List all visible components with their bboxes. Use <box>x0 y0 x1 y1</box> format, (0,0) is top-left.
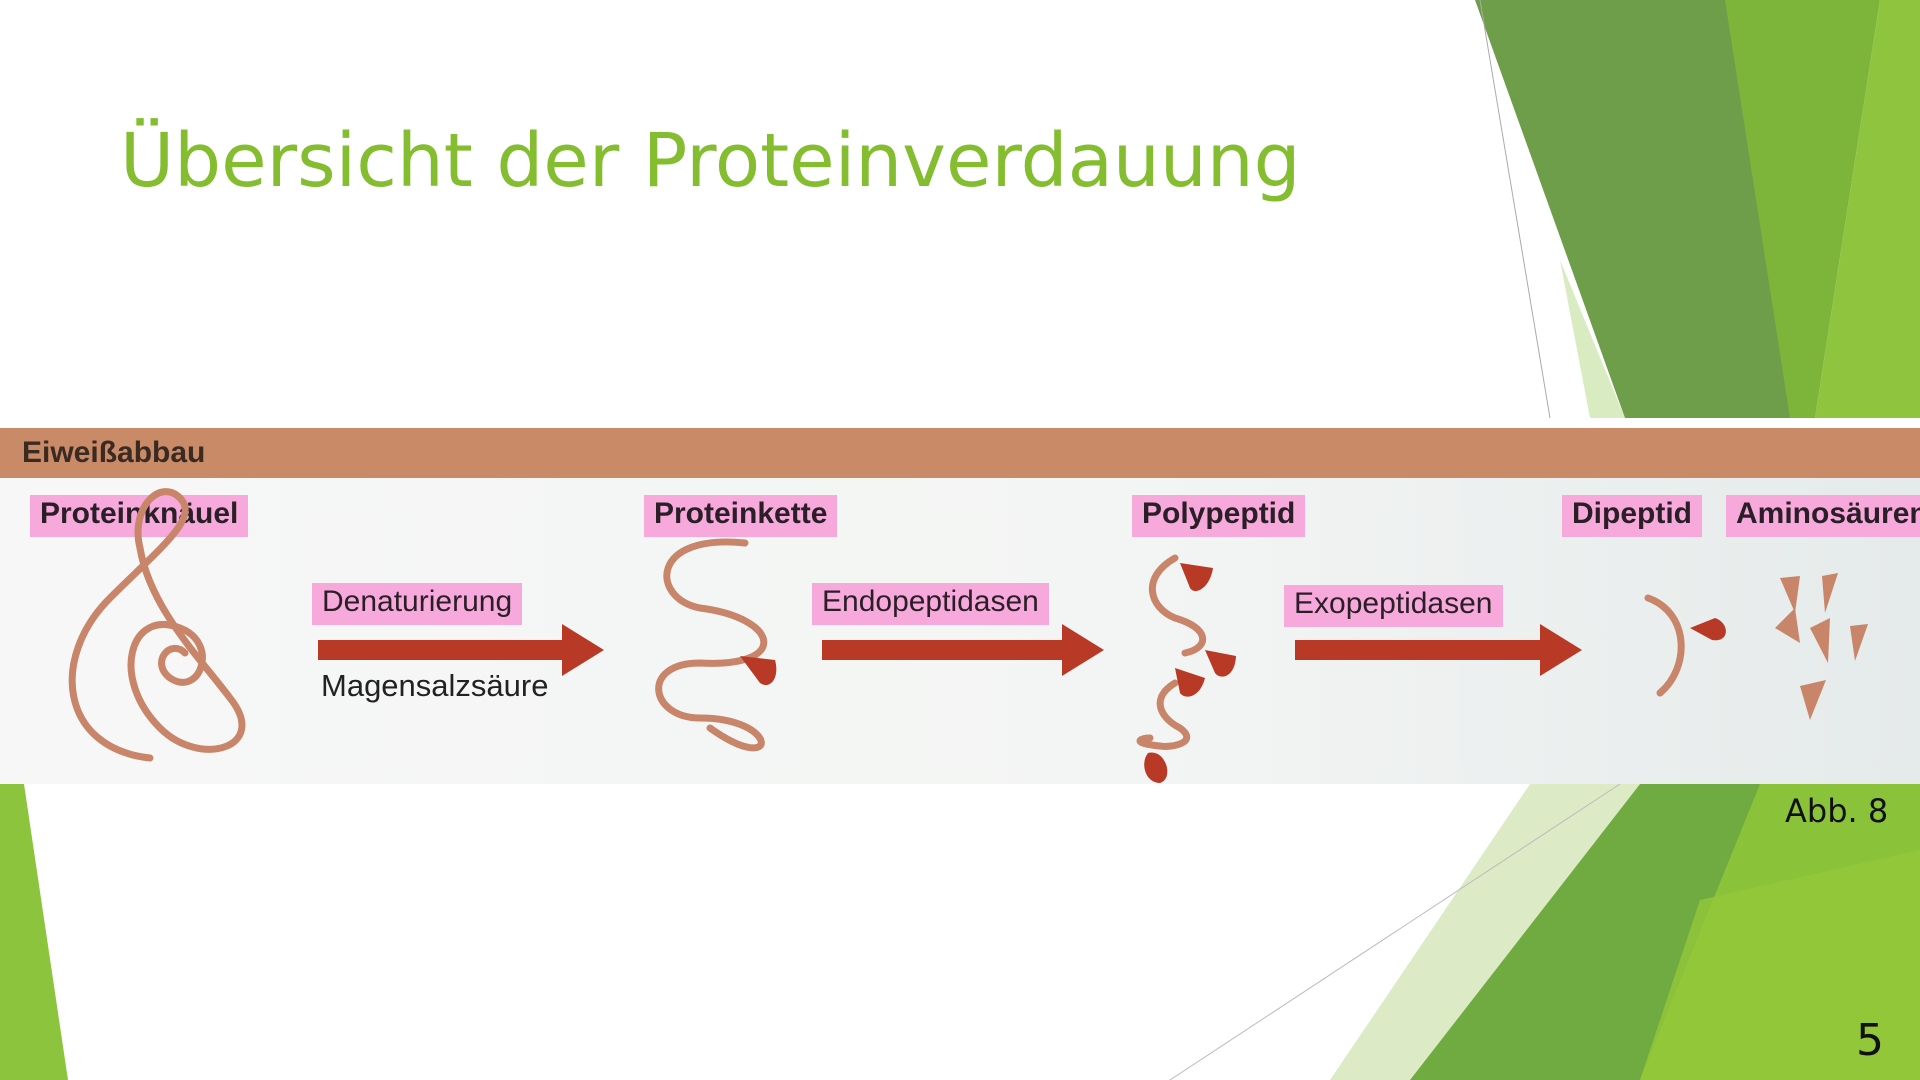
dipeptide-icon <box>1644 594 1685 697</box>
protein-coil-icon <box>68 488 246 762</box>
stage-label-dipeptid: Dipeptid <box>1562 495 1702 537</box>
figure-caption: Abb. 8 <box>1785 792 1889 830</box>
protein-chain-icon <box>655 538 768 752</box>
figure-header-text: Eiweißabbau <box>22 436 206 469</box>
step-sublabel-magensalzsaeure: Magensalzsäure <box>321 668 549 703</box>
step-label-endopeptidasen: Endopeptidasen <box>812 583 1049 625</box>
page-number: 5 <box>1856 1015 1884 1066</box>
stage-label-polypeptid: Polypeptid <box>1132 495 1306 537</box>
polypeptide-icon <box>1149 554 1206 657</box>
figure-eiweissabbau: Eiweißabbau Proteinknäuel Proteinkette P… <box>0 428 1920 784</box>
step-label-exopeptidasen: Exopeptidasen <box>1284 585 1503 627</box>
exopeptidasen-arrow <box>1295 624 1582 676</box>
slide-title: Übersicht der Proteinverdauung <box>120 118 1301 204</box>
figure-header: Eiweißabbau <box>0 428 1920 478</box>
stage-label-aminosaeuren: Aminosäuren <box>1726 495 1920 537</box>
figure-illustrations <box>68 488 1868 783</box>
step-label-denaturierung: Denaturierung <box>312 583 523 625</box>
stage-label-proteinkette: Proteinkette <box>644 495 838 537</box>
endopeptidasen-arrow <box>822 624 1104 676</box>
amino-acids-icon <box>1775 573 1868 720</box>
denaturierung-arrow <box>318 624 604 676</box>
